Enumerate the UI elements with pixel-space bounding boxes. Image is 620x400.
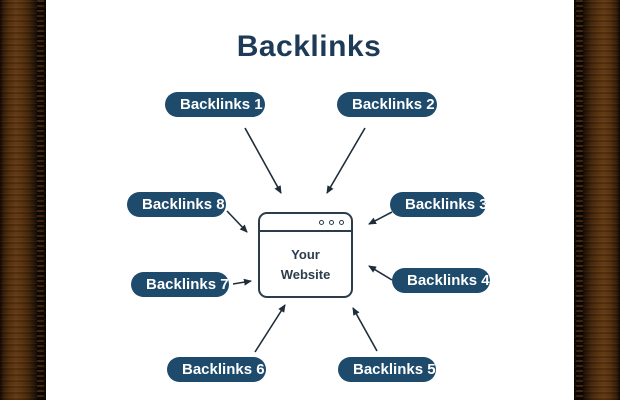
- arrow-backlinks-7: [232, 278, 252, 286]
- node-backlinks-3: Backlinks 3: [390, 192, 488, 217]
- node-backlinks-1: Backlinks 1: [165, 92, 265, 117]
- window-dot-icon: [329, 219, 334, 225]
- browser-window-icon: Your Website: [258, 212, 353, 298]
- window-dot-icon: [339, 219, 344, 225]
- center-node-label: Your Website: [280, 246, 331, 282]
- diagram-title: Backlinks: [236, 30, 382, 63]
- arrow-backlinks-3: [368, 211, 393, 225]
- arrow-backlinks-8: [226, 210, 248, 233]
- wooden-frame-right: [574, 0, 620, 400]
- browser-content-area: Your Website: [260, 232, 351, 298]
- node-backlinks-6: Backlinks 6: [167, 357, 266, 382]
- arrow-backlinks-2: [326, 127, 366, 194]
- arrow-backlinks-1: [244, 127, 282, 194]
- browser-title-bar: [260, 214, 351, 232]
- node-backlinks-8: Backlinks 8: [127, 192, 226, 217]
- arrow-backlinks-4: [368, 265, 393, 281]
- node-backlinks-5: Backlinks 5: [338, 357, 436, 382]
- arrow-backlinks-6: [254, 304, 286, 353]
- node-backlinks-2: Backlinks 2: [337, 92, 437, 117]
- window-dot-icon: [319, 219, 324, 225]
- node-backlinks-7: Backlinks 7: [131, 272, 229, 297]
- node-backlinks-4: Backlinks 4: [392, 268, 490, 293]
- wooden-frame-left: [0, 0, 46, 400]
- arrow-backlinks-5: [352, 307, 378, 352]
